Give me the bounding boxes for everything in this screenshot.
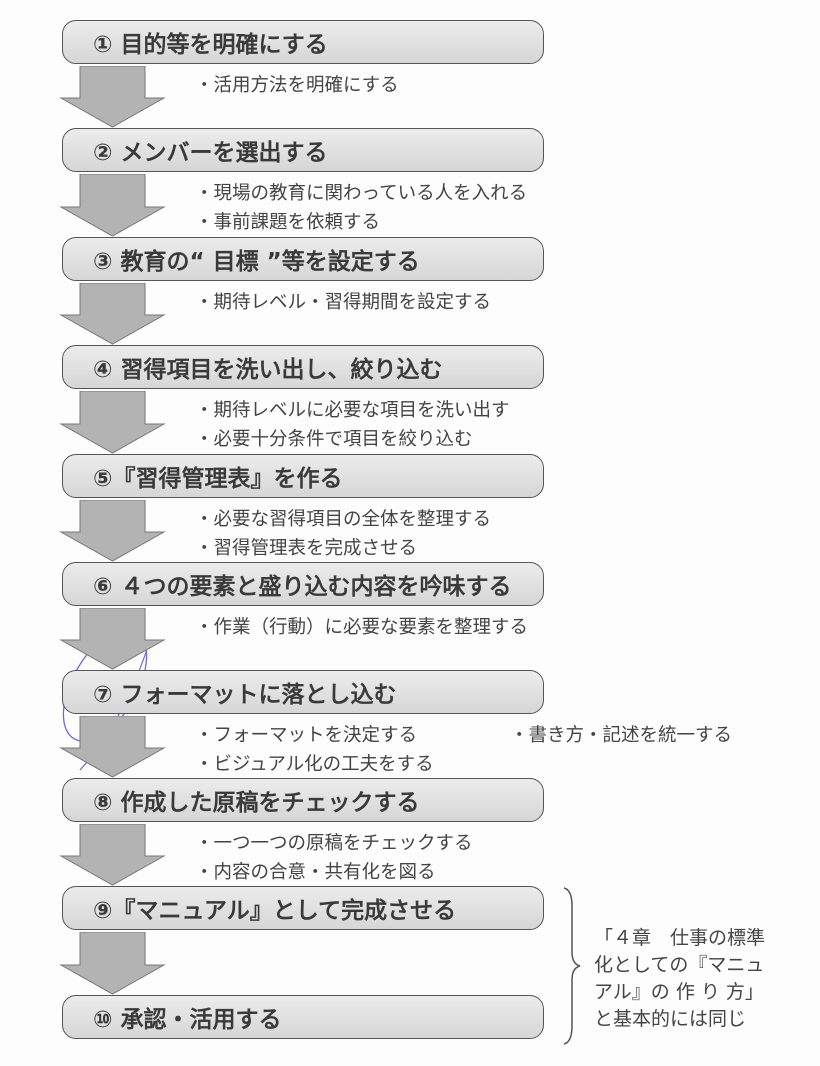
side-note-line: 「４章 仕事の標準 (594, 927, 766, 949)
arrow-shape (59, 391, 166, 454)
step-box-6: ⑥ ４つの要素と盛り込む内容を吟味する (62, 562, 544, 606)
arrow-shape (59, 716, 166, 778)
arrow-shape (59, 283, 166, 345)
step-box-2: ② メンバーを選出する (62, 128, 544, 172)
step-label: ① 目的等を明確にする (93, 32, 328, 58)
step-label: ⑤『習得管理表』を作る (93, 466, 343, 492)
step-note: ・活用方法を明確にする (195, 75, 399, 96)
brace-icon (563, 887, 581, 1045)
step-note: ・期待レベル・習得期間を設定する (195, 292, 492, 313)
arrow-shape (59, 932, 166, 995)
down-arrow-icon (59, 824, 166, 886)
down-arrow-icon (59, 66, 166, 128)
side-note: 「４章 仕事の標準 化としての『マニュ アル』の 作 り 方」 と基本的には同じ (594, 925, 794, 1033)
step-note: ・現場の教育に関わっている人を入れる (195, 183, 528, 204)
step-label: ③ 教育の“ 目標 ”等を設定する (93, 249, 420, 275)
step-label: ④ 習得項目を洗い出し、絞り込む (93, 357, 443, 383)
step-note: ・作業（行動）に必要な要素を整理する (195, 617, 529, 638)
step-box-1: ① 目的等を明確にする (62, 20, 544, 64)
step-box-9: ⑨『マニュアル』として完成させる (62, 886, 544, 930)
step-box-10: ⑩ 承認・活用する (62, 995, 544, 1039)
step-box-3: ③ 教育の“ 目標 ”等を設定する (62, 237, 544, 281)
step-note: ・内容の合意・共有化を図る (195, 862, 436, 883)
arrow-shape (59, 174, 166, 237)
step-label: ⑨『マニュアル』として完成させる (93, 898, 457, 924)
step-label: ② メンバーを選出する (93, 140, 328, 166)
down-arrow-icon (59, 391, 166, 454)
arrow-shape (59, 824, 166, 886)
arrow-shape (59, 66, 166, 128)
down-arrow-icon (59, 608, 166, 670)
step-label: ⑦ フォーマットに落とし込む (93, 682, 397, 708)
step-note: ・必要な習得項目の全体を整理する (195, 509, 492, 530)
side-note-line: アル』の 作 り 方」 (594, 981, 764, 1003)
side-note-line: と基本的には同じ (594, 1008, 747, 1030)
down-arrow-icon (59, 174, 166, 237)
arrow-shape (59, 608, 166, 670)
step-note: ・一つ一つの原稿をチェックする (195, 833, 473, 854)
step-note: ・期待レベルに必要な項目を洗い出す (195, 400, 510, 421)
step-box-8: ⑧ 作成した原稿をチェックする (62, 778, 544, 822)
step-note: ・フォーマットを決定する (195, 725, 418, 746)
down-arrow-icon (59, 500, 166, 562)
side-note-line: 化としての『マニュ (594, 954, 765, 976)
arrow-shape (59, 500, 166, 562)
step-box-5: ⑤『習得管理表』を作る (62, 454, 544, 498)
step-label: ⑥ ４つの要素と盛り込む内容を吟味する (93, 574, 512, 600)
step-label: ⑧ 作成した原稿をチェックする (93, 790, 420, 816)
step-note-extra: ・書き方・記述を統一する (510, 725, 733, 746)
down-arrow-icon (59, 283, 166, 345)
step-note: ・ビジュアル化の工夫をする (195, 754, 434, 775)
down-arrow-icon (59, 932, 166, 995)
step-note: ・必要十分条件で項目を絞り込む (195, 429, 473, 450)
step-note: ・習得管理表を完成させる (195, 538, 418, 559)
down-arrow-icon (59, 716, 166, 778)
step-box-7: ⑦ フォーマットに落とし込む (62, 670, 544, 714)
step-note: ・事前課題を依頼する (195, 212, 381, 233)
step-box-4: ④ 習得項目を洗い出し、絞り込む (62, 345, 544, 389)
step-label: ⑩ 承認・活用する (93, 1007, 282, 1033)
